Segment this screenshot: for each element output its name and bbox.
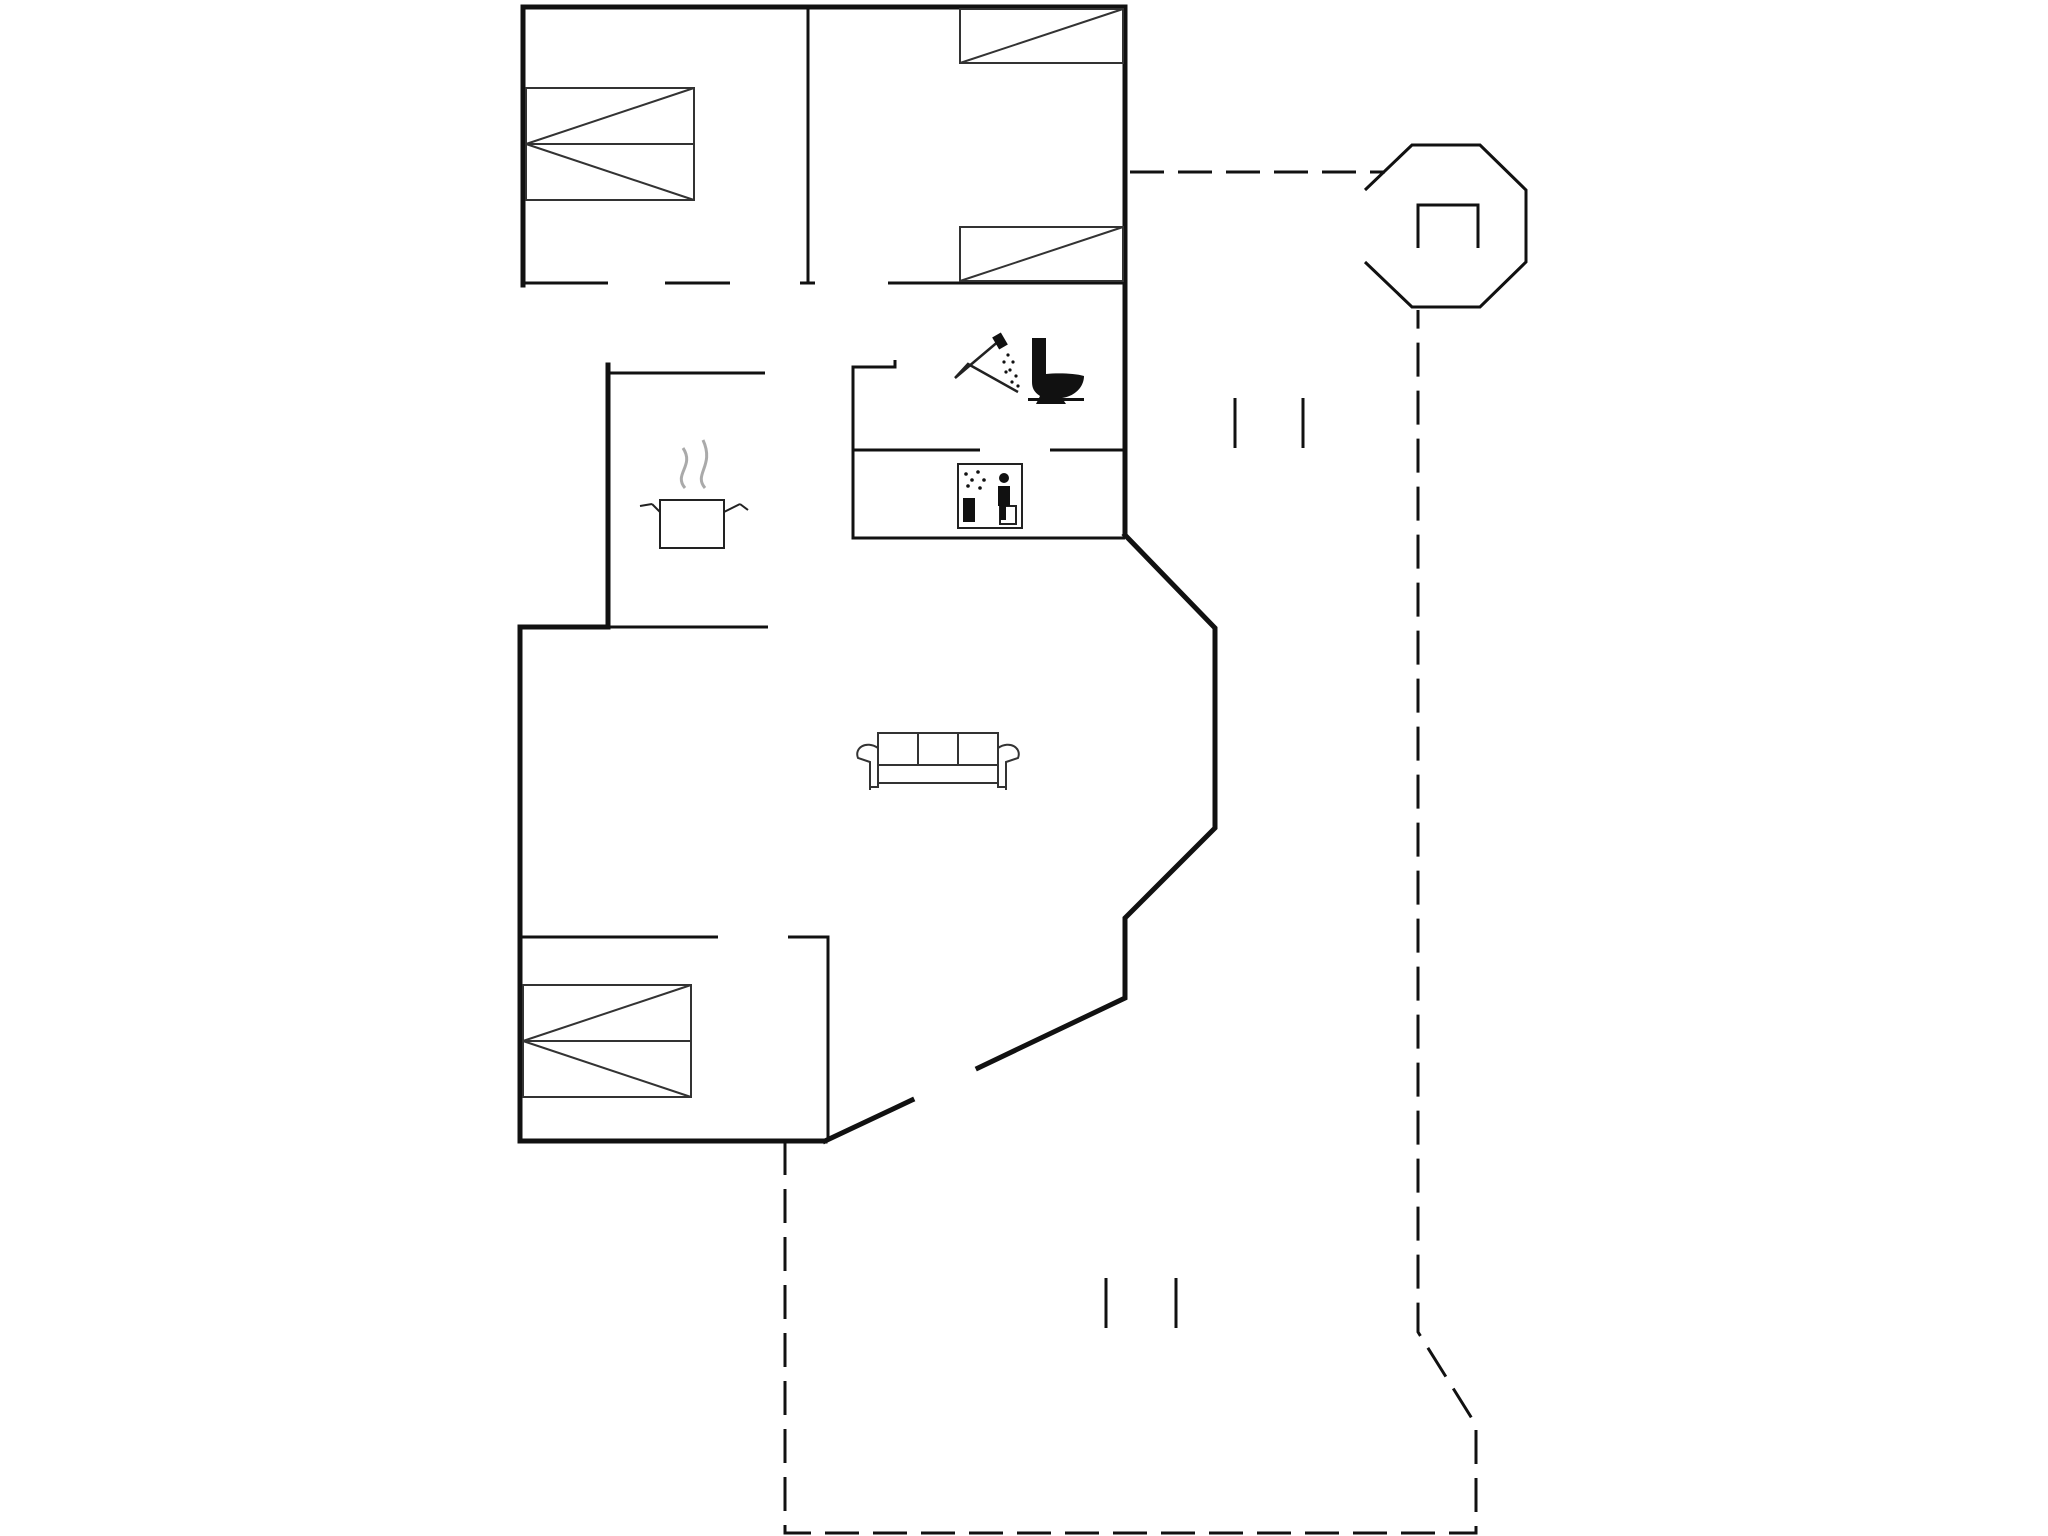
bed-bottom-left <box>522 984 692 1098</box>
bed-top-right-upper <box>959 8 1124 64</box>
sauna-icon <box>957 463 1023 529</box>
sofa-icon <box>856 732 1020 790</box>
terrace-steps-upper <box>1233 398 1305 448</box>
exterior-walls <box>517 4 1218 1145</box>
wall-south-west <box>517 624 828 1144</box>
wall-east-angled <box>974 531 1218 1072</box>
terrace-steps-lower <box>1104 1278 1178 1328</box>
gazebo <box>1363 143 1528 309</box>
cooking-pot-icon <box>639 439 749 549</box>
gazebo-seat <box>1416 203 1480 248</box>
wall-bathroom-west <box>851 360 1125 540</box>
terrace-outline <box>783 170 1478 1535</box>
wall-south-angled <box>821 1096 916 1145</box>
toilet-icon <box>1028 338 1084 404</box>
bed-top-right-lower <box>959 226 1124 282</box>
interior-walls <box>520 7 1125 1141</box>
bed-top-left <box>525 87 695 201</box>
wall-north <box>520 4 1128 538</box>
wall-bedroom3-east <box>788 935 830 1141</box>
shower-icon <box>954 332 1020 394</box>
